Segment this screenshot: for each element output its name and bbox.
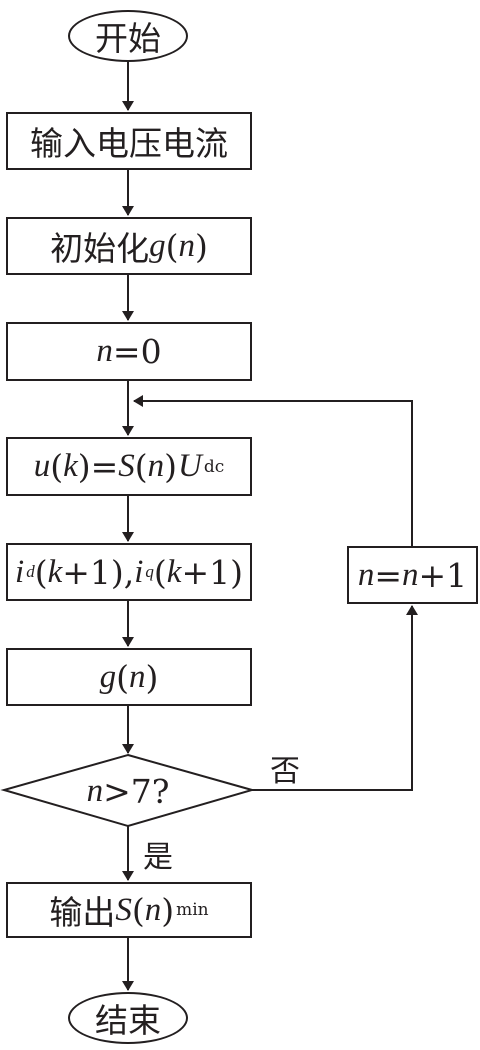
ieq-plus2: +1): [181, 552, 243, 592]
ieq-i2: i: [134, 553, 144, 590]
n-increment-box: n=n+1: [347, 546, 478, 604]
init-n: n: [178, 227, 196, 264]
ueq-eq: )=: [77, 447, 119, 486]
nzero-eq: =0: [112, 332, 162, 371]
decision-cond: >7?: [103, 771, 170, 811]
ieq-q: q: [145, 562, 154, 581]
ieq-plus1: +1),: [62, 552, 135, 592]
gn-g: g: [99, 658, 117, 695]
init-label: 初始化: [50, 229, 150, 268]
ueq-U: U: [178, 448, 202, 484]
ninc-plus: +1: [418, 555, 468, 595]
nzero-n: n: [96, 333, 113, 369]
start-label: 开始: [95, 19, 161, 58]
ueq-n: n: [147, 448, 165, 484]
ieq-k: k: [47, 553, 63, 590]
yes-label: 是: [143, 840, 173, 875]
ninc-eq: =: [374, 555, 402, 595]
output-label: 输出: [49, 893, 116, 932]
decision-n: n: [86, 772, 104, 809]
g-n-box: g(n): [6, 648, 252, 706]
arrow-loop-back: [133, 395, 413, 546]
input-voltage-current-box: 输入电压电流: [6, 112, 252, 170]
ninc-n1: n: [357, 556, 375, 593]
input-label: 输入电压电流: [30, 124, 228, 163]
end-node: 结束: [68, 992, 188, 1044]
decision-label: n>7?: [48, 770, 208, 812]
output-n: n: [144, 891, 162, 928]
output-min: min: [176, 900, 209, 920]
gn-n: n: [129, 658, 146, 695]
ieq-i: i: [15, 553, 25, 590]
n-equals-zero-box: n=0: [6, 322, 252, 381]
decision-diamond: [0, 753, 256, 828]
end-label: 结束: [95, 1001, 161, 1040]
start-node: 开始: [68, 10, 188, 62]
arrow-no-to-increment: [252, 605, 418, 791]
init-g: g: [149, 227, 166, 264]
ninc-n2: n: [402, 556, 419, 593]
ueq-u: u: [33, 448, 51, 484]
ieq-k2: k: [166, 553, 182, 590]
ueq-k: k: [63, 448, 78, 484]
ieq-d: d: [26, 562, 35, 581]
no-label: 否: [270, 754, 300, 789]
ueq-dc: dc: [203, 456, 225, 477]
output-S: S: [115, 891, 132, 928]
ueq-S: S: [118, 448, 135, 484]
